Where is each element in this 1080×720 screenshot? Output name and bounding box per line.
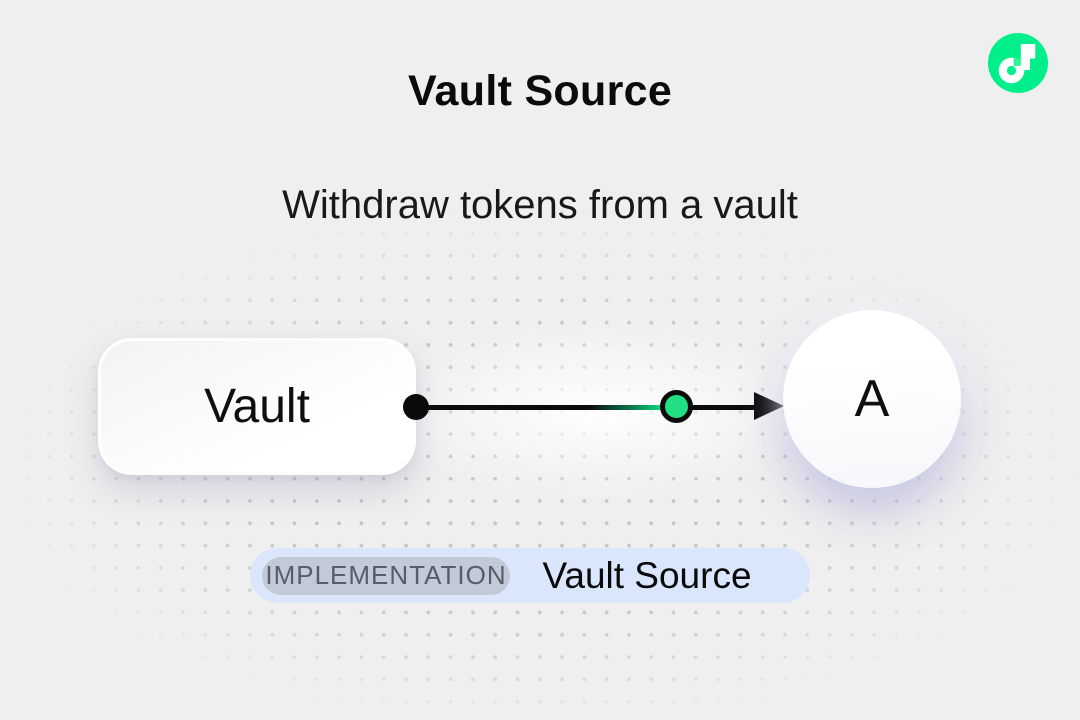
flow-logo-icon (988, 33, 1048, 93)
page-subtitle: Withdraw tokens from a vault (282, 183, 798, 227)
vault-node: Vault (98, 338, 416, 475)
page-title: Vault Source (407, 67, 673, 115)
edge-line (416, 404, 662, 410)
event-dot (660, 390, 693, 423)
connector-glow (380, 320, 820, 500)
vault-node-label: Vault (204, 380, 310, 433)
account-node: A (783, 310, 961, 488)
edge-line (690, 404, 756, 410)
implementation-tag: IMPLEMENTATION (262, 556, 510, 595)
account-node-label: A (854, 370, 890, 428)
implementation-label: Vault Source (542, 554, 752, 596)
implementation-badge: IMPLEMENTATION Vault Source (250, 548, 810, 603)
arrowhead-icon (754, 392, 784, 420)
